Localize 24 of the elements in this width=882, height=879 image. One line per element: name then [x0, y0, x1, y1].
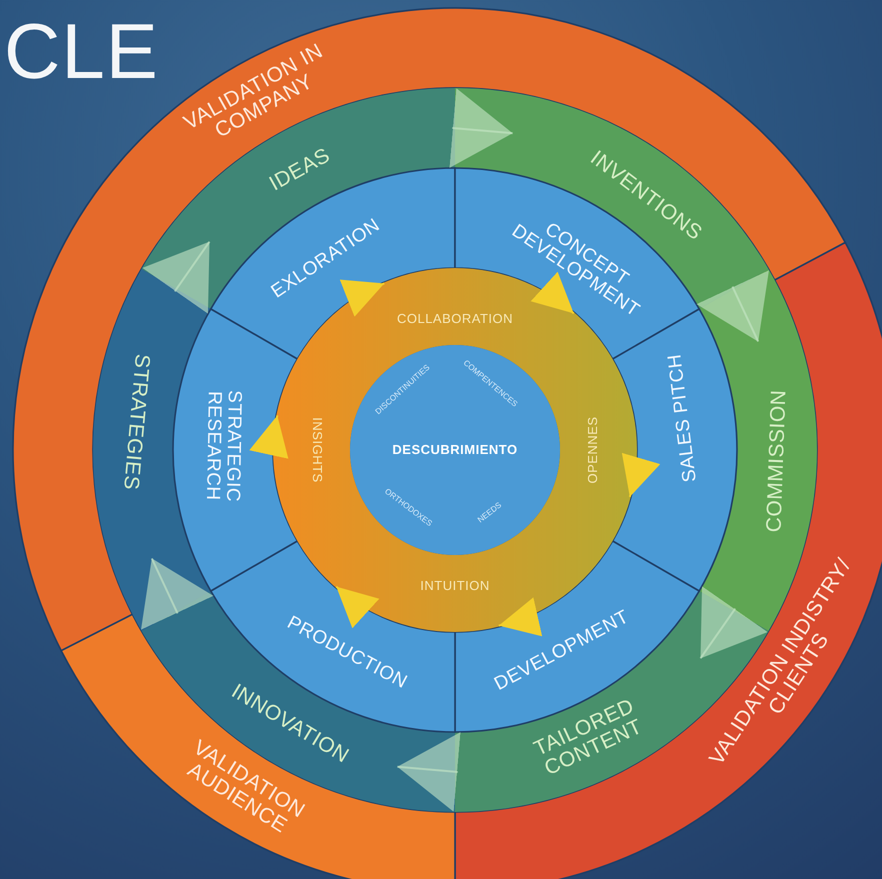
arrow	[336, 586, 380, 628]
arrow	[340, 280, 385, 317]
segment-label: INTUITION	[419, 579, 491, 593]
title: CLE	[4, 12, 159, 90]
arrow	[530, 272, 574, 314]
center-label: DESCUBRIMIENTO	[391, 443, 519, 457]
arrow	[141, 558, 214, 630]
arrow	[249, 415, 288, 459]
segment-label: INSIGHTS	[310, 416, 324, 485]
arrow	[397, 732, 461, 812]
arrow	[142, 241, 210, 314]
segment-label: STRATEGIC RESEARCH	[202, 389, 244, 504]
segment-label: COLLABORATION	[396, 312, 514, 326]
arrow	[696, 270, 769, 342]
ring-segment	[172, 308, 298, 592]
segment-label: COMMISSION	[762, 388, 791, 535]
arrow	[449, 88, 513, 168]
segment-label: SALES PITCH	[664, 352, 702, 486]
arrow	[622, 452, 660, 498]
segment-label: STRATEGIES	[118, 352, 155, 494]
segment-label: OPENNES	[586, 415, 600, 486]
arrow	[700, 586, 768, 659]
arrow	[498, 597, 542, 636]
ring-segment	[60, 614, 456, 879]
